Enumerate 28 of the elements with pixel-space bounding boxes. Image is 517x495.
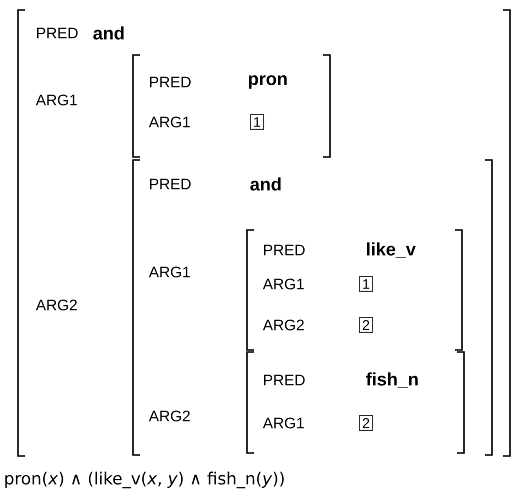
feature-label: PRED [37,28,78,38]
feature-label: ARG1 [148,266,190,278]
tag-box: 1 [358,276,374,292]
feature-label: PRED [150,178,191,190]
attribute-value-matrix [246,229,463,351]
feature-label: PRED [264,244,305,256]
attribute-value-matrix [246,351,465,454]
feature-label: ARG2 [262,320,304,330]
tag-box: 1 [250,114,264,130]
feature-label: ARG1 [262,418,304,428]
attribute-value-matrix [132,54,331,158]
feature-label: ARG2 [36,300,77,310]
tag-box: 2 [358,317,374,333]
value-label: fish_n [366,372,418,388]
value-label: pron [249,75,287,89]
feature-label: ARG1 [262,278,304,290]
feature-label: ARG1 [148,116,190,128]
feature-label: PRED [150,76,191,88]
feature-label: ARG1 [36,94,77,106]
formula-caption: pron(x) ∧ (like_v(x, y) ∧ fish_n(y)) [5,472,284,488]
value-label: and [93,26,124,40]
feature-label: ARG2 [148,410,190,422]
value-label: like_v [367,242,416,258]
value-label: and [250,177,281,191]
tag-box: 2 [358,415,374,431]
feature-label: PRED [264,374,305,386]
attribute-value-matrix [17,9,511,457]
attribute-value-matrix [132,159,493,456]
